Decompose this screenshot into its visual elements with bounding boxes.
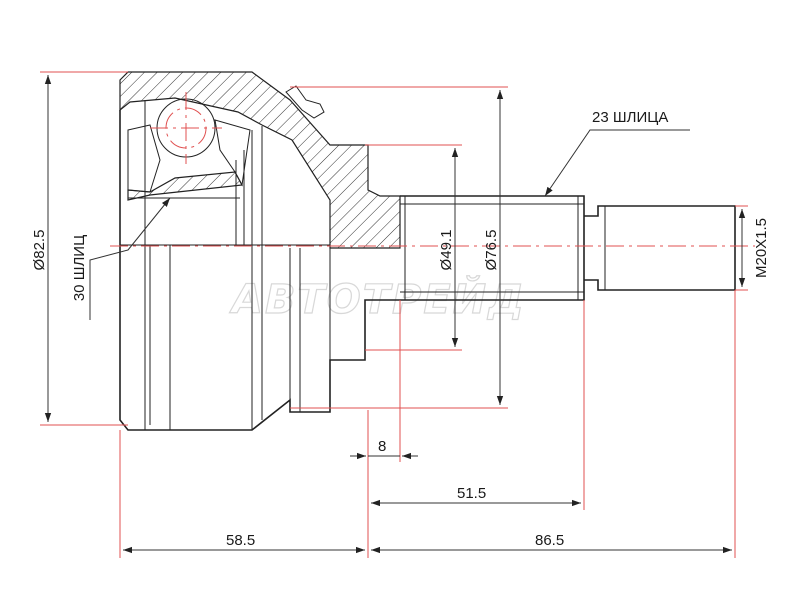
label-inner-spline: 30 ШЛИЦ — [71, 235, 88, 301]
dimension-labels: Ø82.5 Ø76.5 Ø49.1 M20X1.5 23 ШЛИЦА 30 ШЛ… — [31, 109, 770, 549]
label-thread: M20X1.5 — [753, 218, 770, 278]
boot-groove — [285, 85, 325, 119]
label-diameter-82-5: Ø82.5 — [31, 230, 48, 271]
cage-left — [127, 124, 161, 193]
spline-section — [400, 195, 585, 301]
watermark-text: АВТОТРЕЙД — [229, 275, 526, 323]
stem — [400, 195, 736, 301]
label-outer-spline: 23 ШЛИЦА — [592, 109, 668, 126]
cage-right — [214, 119, 251, 187]
leader-inner-spline — [89, 197, 171, 320]
housing-outline-lower — [119, 110, 400, 431]
label-diameter-76-5: Ø76.5 — [483, 230, 500, 271]
label-spline-51-5: 51.5 — [457, 485, 486, 502]
extension-lines — [40, 71, 748, 558]
label-collar-8: 8 — [378, 438, 386, 455]
thread-section — [584, 205, 736, 291]
label-body-58-5: 58.5 — [226, 532, 255, 549]
bell-housing — [119, 71, 401, 431]
label-stem-86-5: 86.5 — [535, 532, 564, 549]
label-diameter-49-1: Ø49.1 — [438, 230, 455, 271]
leader-outer-spline — [544, 129, 690, 197]
housing-section-hatched — [119, 71, 401, 249]
dimension-lines — [44, 75, 746, 554]
inner-race-assembly — [127, 92, 251, 245]
